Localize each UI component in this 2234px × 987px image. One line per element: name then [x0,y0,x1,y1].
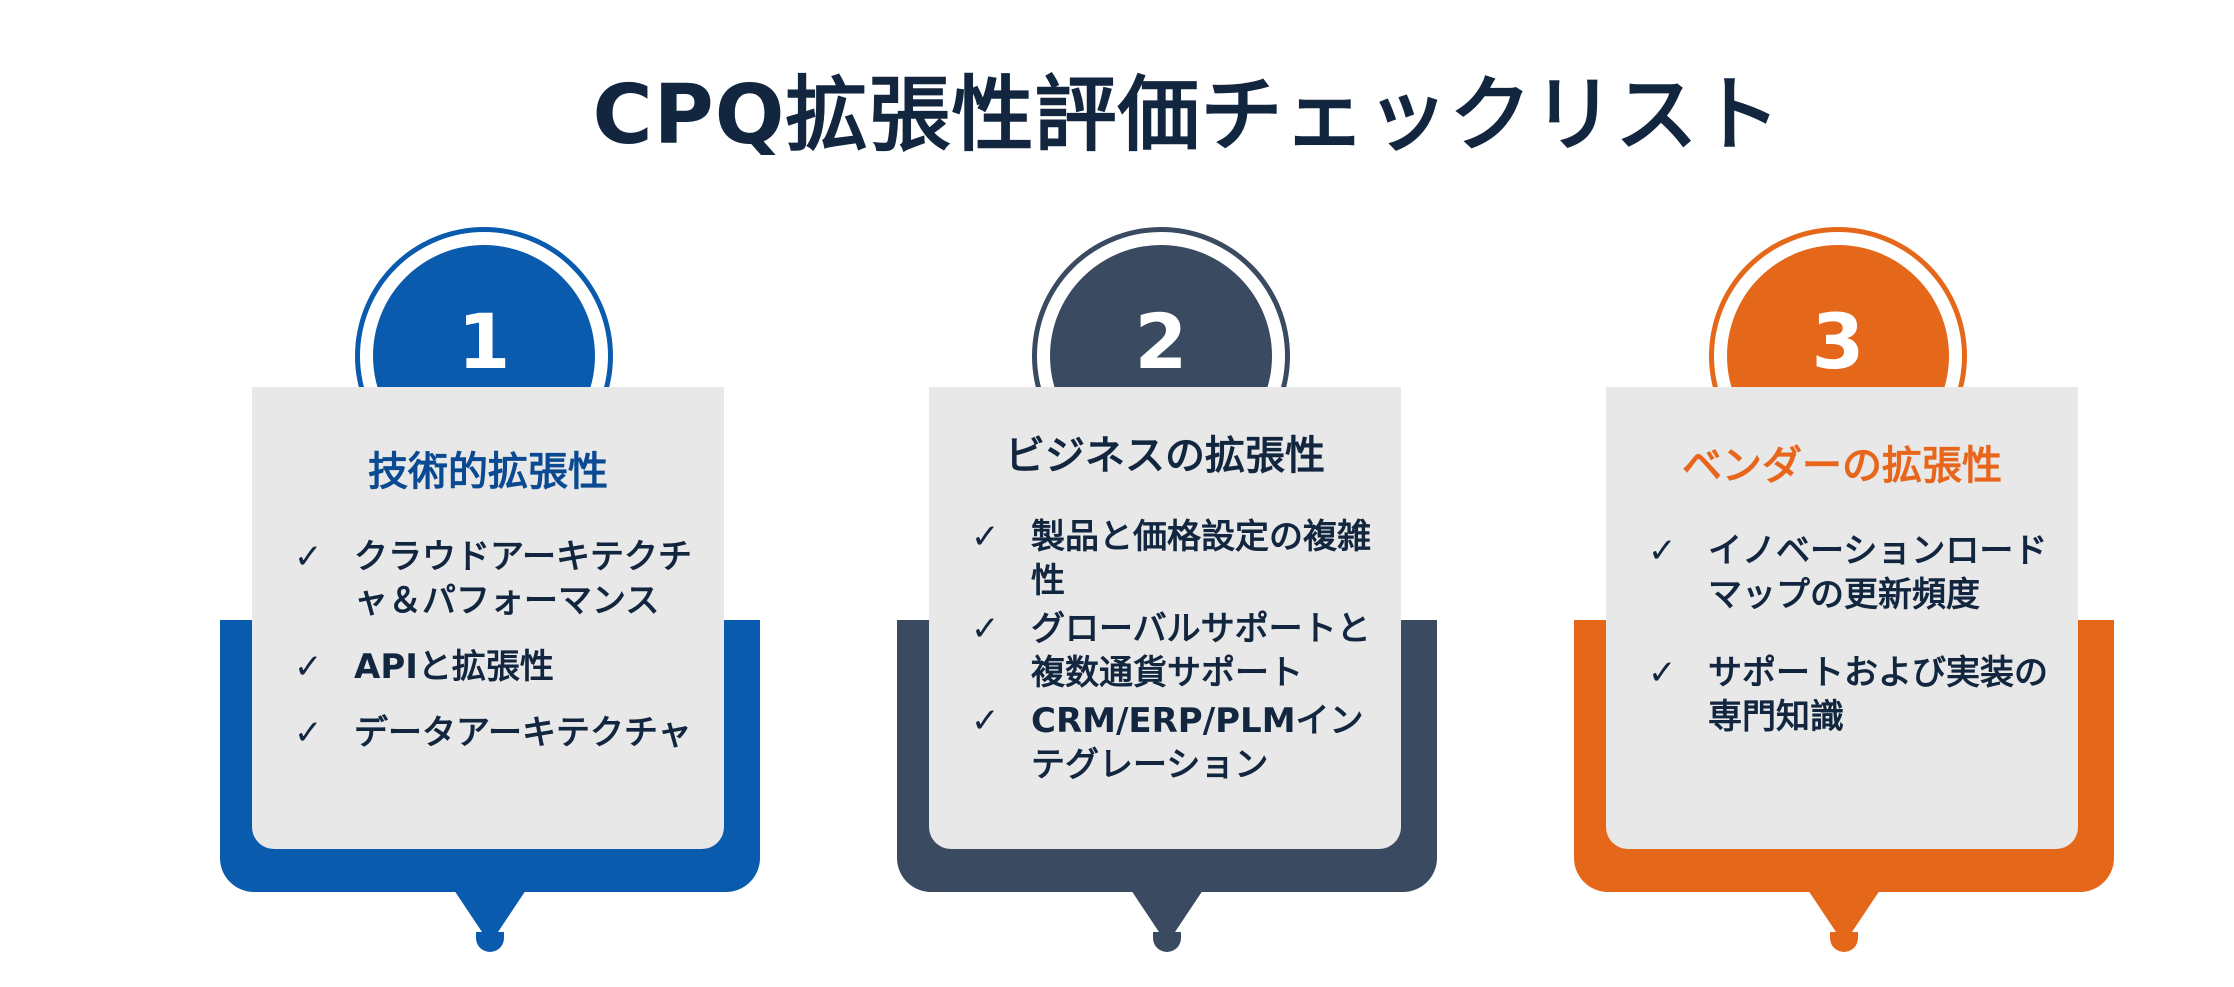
checkmark-icon: ✓ [971,701,1000,741]
pointer-tip-shape [476,932,504,952]
checklist-item: ✓ 製品と価格設定の複雑性 [971,515,1391,603]
card-vendor-scalability: 3 ベンダーの拡張性 ✓ イノベーションロードマップの更新頻度 ✓ サポートおよ… [1574,232,2114,962]
pointer-tip-shape [1153,932,1181,952]
checkmark-icon: ✓ [294,713,323,753]
checklist-item: ✓ クラウドアーキテクチャ＆パフォーマンス [294,535,714,623]
checklist-item: ✓ イノベーションロードマップの更新頻度 [1648,529,2068,617]
checkmark-icon: ✓ [1648,653,1677,693]
checklist-item-label: CRM/ERP/PLMインテグレーション [1031,701,1364,785]
checklist-item-label: APIと拡張性 [354,647,554,687]
checkmark-icon: ✓ [294,537,323,577]
card-panel: 技術的拡張性 ✓ クラウドアーキテクチャ＆パフォーマンス ✓ APIと拡張性 ✓… [252,387,724,849]
card-panel: ベンダーの拡張性 ✓ イノベーションロードマップの更新頻度 ✓ サポートおよび実… [1606,387,2078,849]
checklist-item-label: クラウドアーキテクチャ＆パフォーマンス [354,537,692,621]
checkmark-icon: ✓ [971,517,1000,557]
checklist: ✓ クラウドアーキテクチャ＆パフォーマンス ✓ APIと拡張性 ✓ データアーキ… [294,535,714,777]
checklist-item: ✓ サポートおよび実装の専門知識 [1648,651,2068,739]
card-heading: ビジネスの拡張性 [1005,433,1325,479]
checklist-item-label: 製品と価格設定の複雑性 [1031,517,1371,601]
checkmark-icon: ✓ [294,647,323,687]
card-heading: 技術的拡張性 [368,449,608,495]
checklist-item-label: データアーキテクチャ [354,713,692,753]
checklist-item-label: サポートおよび実装の専門知識 [1708,653,2048,737]
checkmark-icon: ✓ [971,609,1000,649]
checklist-item-label: グローバルサポートと複数通貨サポート [1031,609,1371,693]
checklist-item: ✓ データアーキテクチャ [294,711,714,755]
checkmark-icon: ✓ [1648,531,1677,571]
checklist-item: ✓ APIと拡張性 [294,645,714,689]
step-number: 3 [1811,297,1865,386]
pointer-tip-shape [1830,932,1858,952]
checklist-item: ✓ グローバルサポートと複数通貨サポート [971,607,1391,695]
card-panel: ビジネスの拡張性 ✓ 製品と価格設定の複雑性 ✓ グローバルサポートと複数通貨サ… [929,387,1401,849]
step-number: 1 [457,297,511,386]
checklist-item: ✓ CRM/ERP/PLMインテグレーション [971,699,1391,787]
card-heading: ベンダーの拡張性 [1682,443,2002,489]
checklist: ✓ イノベーションロードマップの更新頻度 ✓ サポートおよび実装の専門知識 [1648,529,2068,773]
step-number: 2 [1134,297,1188,386]
page-title: CPQ拡張性評価チェックリスト [592,68,1782,163]
card-business-scalability: 2 ビジネスの拡張性 ✓ 製品と価格設定の複雑性 ✓ グローバルサポートと複数通… [897,232,1437,962]
checklist: ✓ 製品と価格設定の複雑性 ✓ グローバルサポートと複数通貨サポート ✓ CRM… [971,515,1391,791]
checklist-item-label: イノベーションロードマップの更新頻度 [1708,531,2048,615]
card-technical-scalability: 1 技術的拡張性 ✓ クラウドアーキテクチャ＆パフォーマンス ✓ APIと拡張性… [220,232,760,962]
